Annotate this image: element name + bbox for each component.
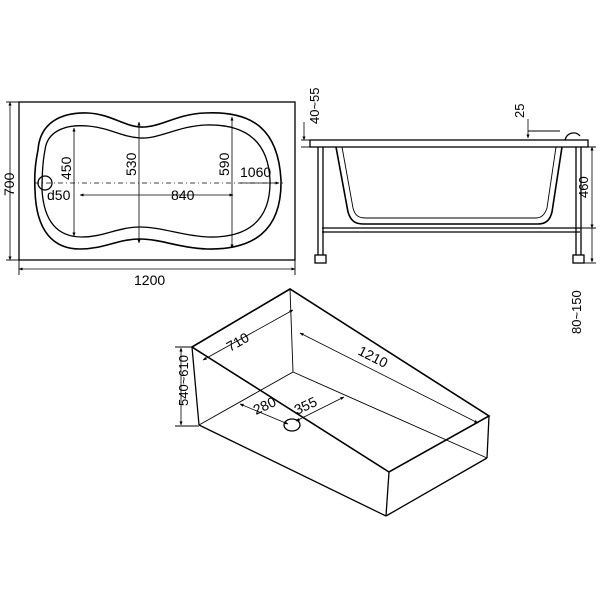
- plan-left-width-label: 450: [58, 156, 74, 180]
- frame-dim-drain-x: [239, 403, 289, 425]
- plan-drain-label: d50: [47, 187, 71, 203]
- frame-front-corner-edge: [385, 471, 390, 517]
- side-depth-label: 460: [576, 176, 591, 198]
- plan-width-label: 1200: [134, 272, 165, 288]
- frame-drain-icon: [283, 418, 301, 432]
- frame-dim-length: [299, 332, 479, 424]
- frame-back-right-edge: [486, 415, 490, 459]
- plan-inner-length-label: 1060: [240, 164, 271, 180]
- plan-view: 450 530 590 840 1060 d50 1200 700: [1, 101, 296, 288]
- frame-front-bottom-edge: [198, 424, 387, 517]
- side-bowl-inner: [341, 146, 557, 219]
- plan-right-width-label: 590: [216, 152, 232, 176]
- side-bowl-outer: [335, 146, 563, 225]
- frame-width-label: 710: [224, 329, 252, 355]
- frame-height-label: 540~610: [176, 355, 191, 406]
- plan-outer-rim: [18, 101, 296, 261]
- plan-center-length-label: 840: [171, 187, 195, 203]
- frame-view: 710 1210 540~610 280 355: [175, 288, 491, 517]
- side-legs-label: 80~150: [569, 290, 584, 334]
- plan-bowl-outer: [33, 112, 282, 250]
- frame-drain-x-label: 280: [251, 393, 279, 417]
- side-view: 40~55 25 460 80~150: [301, 87, 596, 334]
- side-rim-offset-label: 25: [512, 104, 527, 118]
- frame-dim-drain-y: [295, 396, 345, 422]
- frame-drain-y-label: 355: [292, 393, 320, 417]
- side-rim-height-label: 40~55: [307, 87, 322, 124]
- frame-right-bottom-edge: [385, 457, 488, 517]
- frame-dim-width: [202, 309, 294, 361]
- side-rim: [309, 139, 589, 148]
- plan-drain-icon: [37, 175, 53, 191]
- side-foot-right: [572, 254, 585, 264]
- frame-length-label: 1210: [356, 342, 391, 370]
- frame-top-face: [190, 288, 491, 473]
- side-rim-lip: [564, 132, 581, 141]
- frame-inner-left: [198, 371, 294, 426]
- frame-inner-corner: [289, 288, 294, 373]
- frame-inner-back: [292, 371, 488, 459]
- plan-bowl-inner: [41, 124, 271, 238]
- plan-middle-width-label: 530: [123, 152, 139, 176]
- plan-height-label: 700: [1, 172, 17, 196]
- side-foot-left: [314, 254, 327, 264]
- frame-front-left-edge: [191, 346, 200, 426]
